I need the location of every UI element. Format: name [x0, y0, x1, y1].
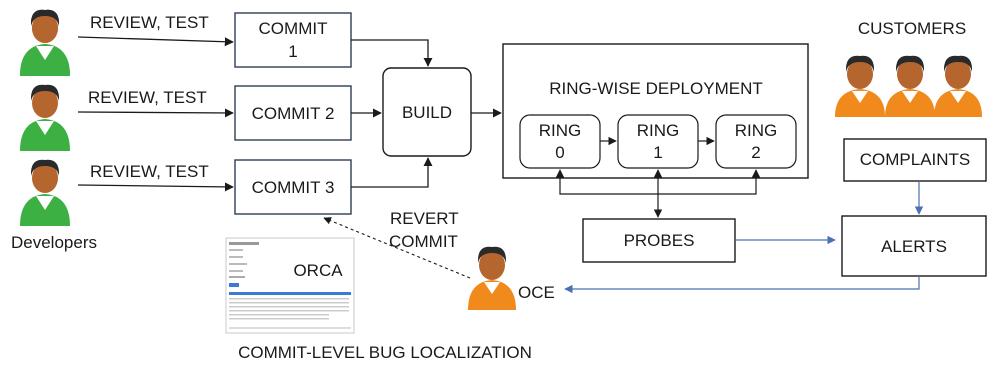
complaints-label: COMPLAINTS [860, 150, 971, 169]
revert-arrow [323, 217, 471, 279]
oce-label: OCE [518, 283, 555, 302]
customers-label: CUSTOMERS [858, 19, 966, 38]
developer-icon [19, 9, 71, 77]
build-label: BUILD [402, 103, 452, 122]
commit-to-build-arrow [351, 157, 433, 188]
ring-1-label: RING [637, 121, 680, 140]
review-arrow [77, 108, 234, 118]
review-test-label: REVIEW, TEST [90, 162, 209, 181]
commit-2-box: COMMIT 2 [234, 85, 352, 141]
ring-0-box: RING 0 [519, 114, 601, 169]
review-arrow [77, 36, 234, 47]
commit-3-box: COMMIT 3 [234, 159, 352, 215]
ring-1-box: RING 1 [617, 114, 699, 169]
probe-connector [555, 169, 761, 218]
orca-screenshot [225, 237, 355, 334]
commit-1-number: 1 [288, 42, 297, 61]
oce-icon [468, 246, 516, 310]
developers-label: Developers [11, 233, 97, 252]
ring-2-label: RING [735, 121, 778, 140]
developer-icon [20, 159, 70, 226]
customer-icon [934, 55, 982, 117]
revert-label-line2: COMMIT [389, 232, 458, 251]
revert-label-line1: REVERT [390, 209, 459, 228]
ring-2-box: RING 2 [715, 114, 797, 169]
review-test-label: REVIEW, TEST [88, 88, 207, 107]
ring-2-number: 2 [751, 143, 760, 162]
customer-icon [885, 55, 935, 117]
ring-0-label: RING [539, 121, 582, 140]
review-test-label: REVIEW, TEST [90, 13, 209, 32]
build-box: BUILD [382, 67, 472, 157]
ring-1-number: 1 [653, 143, 662, 162]
customer-icon [835, 55, 885, 117]
orca-label: ORCA [293, 261, 343, 280]
deployment-title: RING-WISE DEPLOYMENT [549, 79, 762, 98]
ring-0-number: 0 [555, 143, 564, 162]
alerts-label: ALERTS [881, 237, 947, 256]
complaints-box: COMPLAINTS [843, 138, 987, 182]
orca-caption: COMMIT-LEVEL BUG LOCALIZATION [238, 343, 532, 362]
commit-1-label: COMMIT [259, 19, 328, 38]
commit-2-label: COMMIT 2 [252, 104, 335, 123]
probes-box: PROBES [582, 218, 736, 263]
commit-3-label: COMMIT 3 [252, 178, 335, 197]
probes-label: PROBES [624, 231, 695, 250]
commit-1-box: COMMIT 1 [234, 12, 352, 68]
alerts-box: ALERTS [841, 215, 987, 277]
alerts-to-oce-arrow [564, 276, 920, 294]
developer-icon [20, 84, 70, 151]
review-arrow [77, 182, 234, 192]
commit-to-build-arrow [351, 39, 433, 67]
